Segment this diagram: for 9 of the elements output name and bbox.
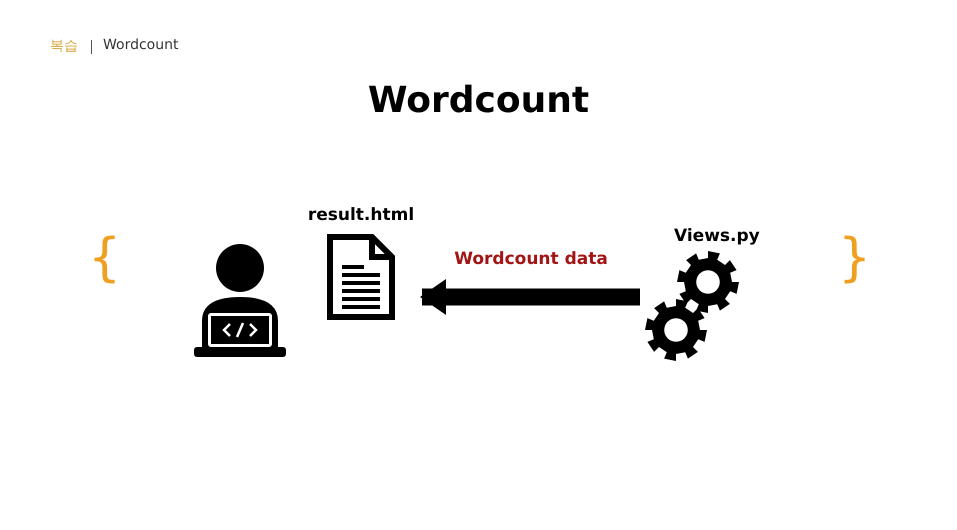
left-brace: { (88, 232, 122, 284)
right-brace: } (838, 232, 872, 284)
edge-label: Wordcount data (453, 249, 609, 269)
header-category: 복습 (50, 37, 78, 55)
title: Wordcount (366, 80, 590, 121)
file-label: Views.py (673, 226, 761, 246)
arrow (420, 279, 640, 315)
header-topic: Wordcount (103, 37, 178, 53)
file-label: result.html (306, 205, 416, 225)
